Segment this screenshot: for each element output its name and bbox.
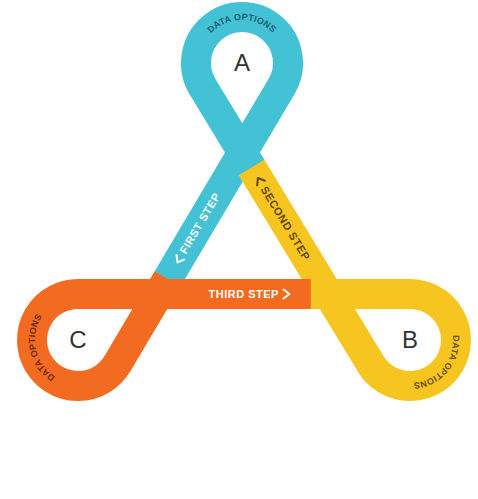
ribbon-connector xyxy=(78,279,311,309)
loop-letter: B xyxy=(402,328,418,352)
loop-caption: DATA OPTIONS xyxy=(206,12,279,35)
loop-caption: DATA OPTIONS xyxy=(413,335,462,391)
loop-caption: DATA OPTIONS xyxy=(27,312,57,383)
loop-letter: A xyxy=(234,51,250,75)
arrow-chevron xyxy=(177,255,185,262)
ribbon-connector xyxy=(252,167,371,364)
arrow-chevron xyxy=(257,178,265,185)
loop-letter: C xyxy=(69,328,86,352)
loop-node: DATA OPTIONSB xyxy=(349,279,471,401)
step-label: THIRD STEP xyxy=(208,288,278,301)
loop-node: DATA OPTIONS A xyxy=(181,2,303,124)
loop-node: DATA OPTIONS C xyxy=(17,279,139,401)
arrow-chevron xyxy=(283,290,289,299)
